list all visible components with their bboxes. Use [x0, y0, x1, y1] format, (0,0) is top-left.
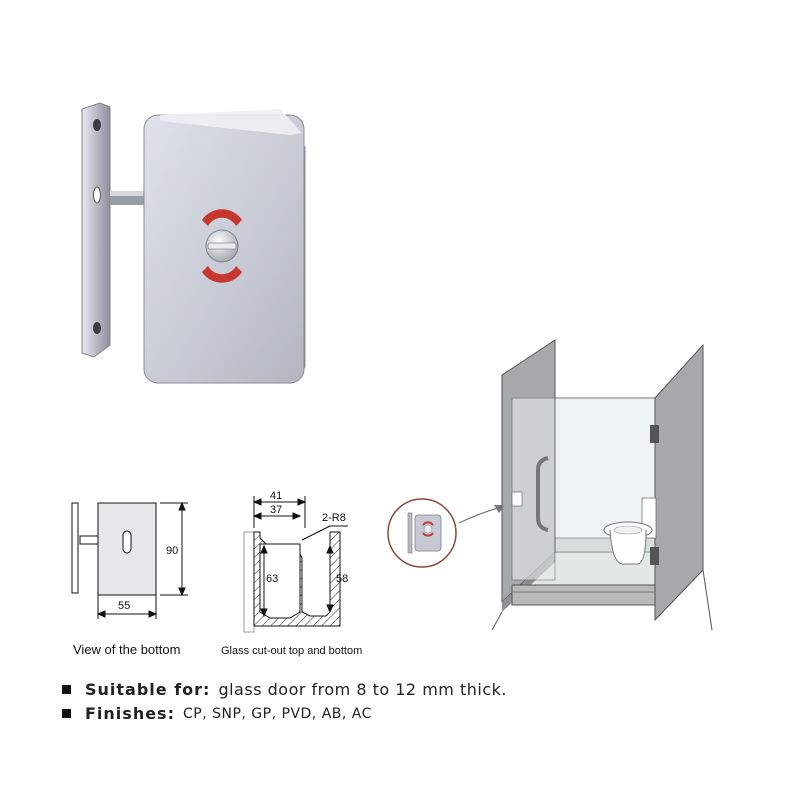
bottom-view-caption: View of the bottom [73, 642, 181, 657]
strike-plate [81, 102, 111, 358]
dim-inner-width-label: 37 [270, 504, 282, 516]
bottom-view-drawing: 90 55 [71, 501, 188, 619]
dim-outer-width-label: 41 [270, 490, 282, 502]
spec-suitable-for: Suitable for: glass door from 8 to 12 mm… [62, 680, 507, 699]
spec-label: Suitable for: [85, 680, 211, 699]
door-lock [511, 491, 523, 507]
spec-value: glass door from 8 to 12 mm thick. [218, 680, 507, 699]
latch-bolt [110, 191, 144, 205]
glass-door [511, 397, 556, 581]
glass-cutout-drawing: 41 37 2-R8 63 58 [243, 490, 348, 633]
detail-magnifier [387, 498, 505, 568]
dim-height-label: 90 [166, 545, 178, 557]
dim-left-height-label: 63 [266, 573, 278, 585]
dim-width-label: 55 [118, 600, 130, 612]
bullet-icon [62, 709, 71, 718]
occupancy-indicator-knob [202, 209, 242, 283]
upper-hinge [650, 425, 659, 443]
spec-label: Finishes: [85, 704, 175, 723]
right-wall [654, 343, 704, 622]
toilet [603, 497, 657, 565]
dim-right-height-label: 58 [336, 573, 348, 585]
bullet-icon [62, 685, 71, 694]
door-handle [536, 456, 549, 532]
dim-radius-label: 2-R8 [322, 512, 346, 524]
spec-finishes: Finishes: CP, SNP, GP, PVD, AB, AC [62, 704, 372, 723]
bottom-view-bolt [79, 535, 99, 545]
lower-hinge [650, 547, 659, 565]
lock-product-photo [81, 102, 306, 385]
enclosure-illustration [491, 339, 713, 631]
threshold [511, 584, 656, 606]
spec-value: CP, SNP, GP, PVD, AB, AC [182, 705, 372, 722]
cutout-caption: Glass cut-out top and bottom [221, 645, 363, 657]
bottom-view-strike-plate [71, 502, 79, 594]
